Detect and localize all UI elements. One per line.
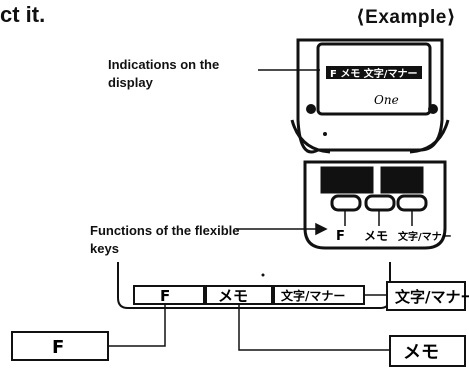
connector-lines: [108, 294, 390, 351]
phone-key-label-memo: メモ: [364, 229, 388, 243]
result-boxes: [11, 281, 466, 367]
softkey-memo: メモ: [218, 287, 248, 305]
softkey-bar: [133, 285, 365, 305]
example-label: ⟨Example⟩: [356, 7, 457, 28]
heading-fragment: ct it.: [0, 2, 46, 27]
phone-key-label-f: F: [336, 229, 345, 244]
display-text: F メモ 文字/マナー: [330, 67, 417, 80]
hinge-dots: [306, 104, 438, 136]
softkey-f: F: [160, 287, 170, 305]
flexible-keys-callout-label: Functions of the flexible keys: [90, 223, 240, 256]
result-box-f: F: [52, 337, 64, 358]
display-strip: [326, 66, 422, 79]
result-box-moji: 文字/マナー: [395, 288, 469, 306]
softkey-moji: 文字/マナー: [281, 288, 345, 303]
callout-arrows: [236, 69, 328, 236]
display-callout-label: Indications on the display: [108, 57, 220, 90]
key-lines: [344, 210, 413, 226]
phone-soft-keys: [330, 194, 428, 212]
phone-key-label-moji: 文字/マナー: [398, 230, 452, 243]
result-box-memo: メモ: [403, 342, 439, 363]
brand-mark: One: [374, 93, 399, 107]
